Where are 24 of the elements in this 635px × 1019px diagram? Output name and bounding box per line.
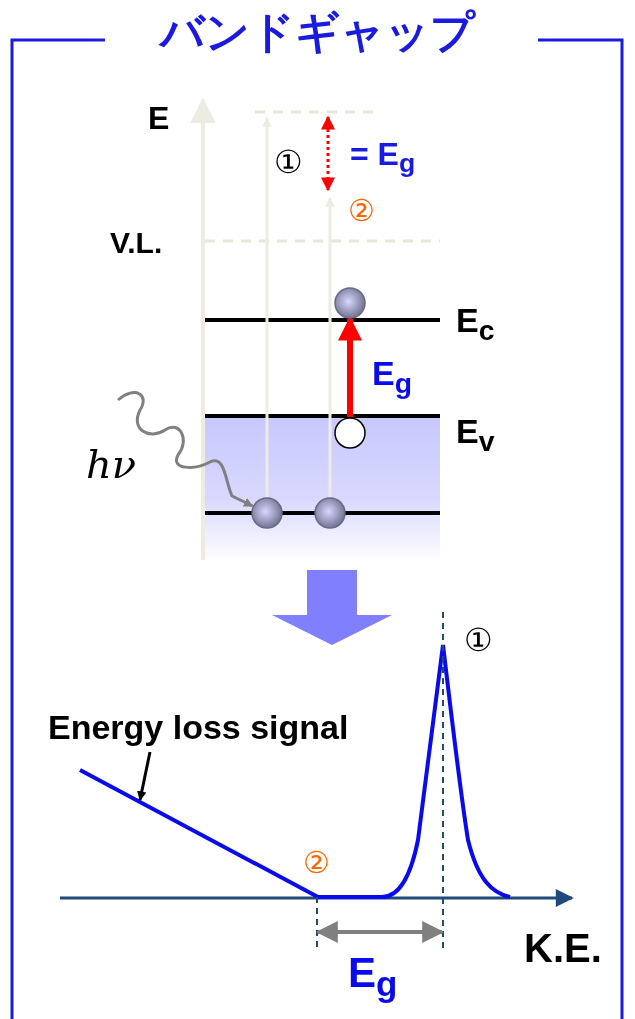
callout-number: ② [303,848,330,878]
arrow [338,316,362,417]
callout-number: ① [464,624,493,656]
callout-number: ② [348,196,375,226]
axis-label: E [148,102,170,134]
dimension-label: E$_{g}$ [348,952,398,1002]
electron-ball [314,497,346,529]
arrow [262,117,272,497]
level-label: E$_{v}$ [456,414,495,456]
arrow [325,197,335,497]
callout-number: ① [274,146,303,178]
equation-label: = E$_{g}$ [350,138,416,178]
title: バンドギャップ [157,10,477,54]
hole-circle [334,417,366,449]
level-label: E$_{c}$ [456,303,495,345]
photon-label: hν [86,444,137,484]
level-label: V.L. [110,228,163,258]
electron-ball [251,497,283,529]
electron-ball [334,287,366,319]
edge-label: E$_{g}$ [372,356,412,398]
leader-line [137,751,152,801]
arrow [117,391,254,508]
annotation-text: Energy loss signal [48,710,349,744]
axis-label: K.E. [524,928,602,968]
